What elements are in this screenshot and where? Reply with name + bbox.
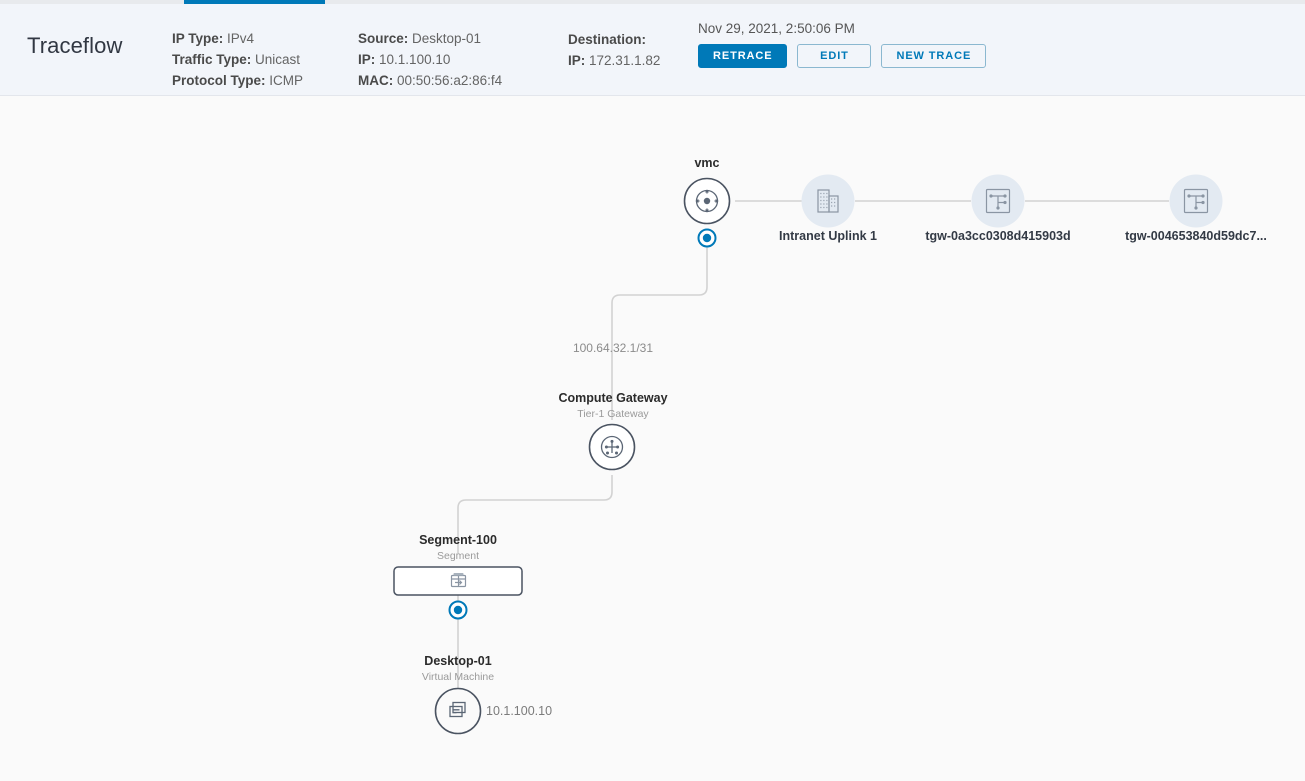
detail-row-protocol-type: Protocol Type: ICMP: [172, 70, 303, 91]
node-tgw-0a3cc0308d415903d-title: tgw-0a3cc0308d415903d: [925, 229, 1070, 243]
detail-label: IP Type:: [172, 31, 224, 46]
detail-row-traffic-type: Traffic Type: Unicast: [172, 49, 303, 70]
detail-label: IP:: [358, 52, 376, 67]
node-tgw-004653840d59dc7-title: tgw-004653840d59dc7...: [1125, 229, 1267, 243]
source-group: Source: Desktop-01 IP: 10.1.100.10 MAC: …: [358, 28, 502, 91]
page-title: Traceflow: [27, 33, 122, 59]
retrace-button[interactable]: RETRACE: [698, 44, 788, 68]
node-desktop-01-subtitle: Virtual Machine: [422, 671, 494, 683]
edge-vmc-to-compute-gateway: [611, 245, 708, 420]
detail-row-source-ip: IP: 10.1.100.10: [358, 49, 502, 70]
node-compute-gateway[interactable]: Compute Gateway Tier-1 Gateway: [558, 391, 668, 471]
detail-row-ip-type: IP Type: IPv4: [172, 28, 303, 49]
node-tgw-004653840d59dc7[interactable]: tgw-004653840d59dc7...: [1125, 174, 1267, 244]
detail-value: 172.31.1.82: [589, 53, 661, 68]
edge-compute-gateway-to-segment: [457, 475, 613, 554]
router-icon: [695, 189, 719, 213]
trace-timestamp: Nov 29, 2021, 2:50:06 PM: [698, 21, 855, 36]
active-tab-indicator[interactable]: [184, 0, 325, 4]
detail-value: Unicast: [255, 52, 301, 67]
node-vmc-title: vmc: [694, 156, 719, 170]
detail-row-destination: Destination:: [568, 29, 660, 50]
trace-timestamp-block: Nov 29, 2021, 2:50:06 PM: [698, 21, 855, 36]
detail-value: 00:50:56:a2:86:f4: [397, 73, 503, 88]
transit-gateway-icon: [1183, 188, 1209, 214]
new-trace-button[interactable]: NEW TRACE: [881, 44, 987, 68]
virtual-machine-icon: [449, 701, 466, 718]
segment-switch-icon: [450, 573, 467, 588]
detail-value: 10.1.100.10: [379, 52, 451, 67]
detail-label: Traffic Type:: [172, 52, 252, 67]
node-compute-gateway-subtitle: Tier-1 Gateway: [577, 408, 649, 420]
node-intranet-uplink-1-circle[interactable]: [801, 174, 855, 228]
node-compute-gateway-title: Compute Gateway: [558, 391, 667, 405]
node-desktop-01-title: Desktop-01: [424, 654, 491, 668]
datacenter-building-icon: [817, 189, 839, 213]
detail-label: Destination:: [568, 32, 647, 47]
detail-value: Desktop-01: [412, 31, 482, 46]
detail-row-destination-ip: IP: 172.31.1.82: [568, 50, 660, 71]
detail-label: MAC:: [358, 73, 394, 88]
node-tgw-0a3cc0308d415903d[interactable]: tgw-0a3cc0308d415903d: [925, 174, 1071, 244]
edge-label-cgw-uplink-subnet: 100.64.32.1/31: [573, 341, 653, 355]
node-intranet-uplink-1[interactable]: Intranet Uplink 1: [779, 174, 877, 244]
detail-label: Source:: [358, 31, 409, 46]
topology-graph: .lnk { fill:none; stroke:#d2d2d2; stroke…: [393, 156, 1267, 735]
traceflow-header: Traceflow IP Type: IPv4 Traffic Type: Un…: [0, 4, 1305, 96]
topology-canvas[interactable]: .lnk { fill:none; stroke:#d2d2d2; stroke…: [0, 97, 1305, 781]
detail-row-source: Source: Desktop-01: [358, 28, 502, 49]
detail-row-source-mac: MAC: 00:50:56:a2:86:f4: [358, 70, 502, 91]
detail-value: ICMP: [269, 73, 304, 88]
header-action-buttons: RETRACE EDIT NEW TRACE: [698, 44, 987, 68]
node-segment-100-subtitle: Segment: [437, 550, 479, 562]
node-segment-100-hop-marker[interactable]: [448, 600, 468, 620]
node-segment-100-title: Segment-100: [419, 533, 497, 547]
node-intranet-uplink-1-title: Intranet Uplink 1: [779, 229, 877, 243]
node-desktop-01-circle[interactable]: [434, 687, 482, 735]
detail-label: Protocol Type:: [172, 73, 266, 88]
transit-gateway-icon: [985, 188, 1011, 214]
destination-group: Destination: IP: 172.31.1.82: [568, 29, 660, 71]
tier1-gateway-icon: [600, 435, 624, 459]
page-title-text: Traceflow: [27, 33, 123, 58]
flow-params-group: IP Type: IPv4 Traffic Type: Unicast Prot…: [172, 28, 303, 91]
node-vmc-hop-marker[interactable]: [697, 228, 717, 248]
node-desktop-01-ip-label: 10.1.100.10: [486, 704, 552, 718]
top-tab-strip: [0, 0, 1305, 4]
detail-label: IP:: [568, 53, 586, 68]
edit-button[interactable]: EDIT: [797, 44, 872, 68]
detail-value: IPv4: [227, 31, 255, 46]
node-vmc[interactable]: vmc: [683, 156, 731, 248]
node-desktop-01[interactable]: Desktop-01 Virtual Machine 10.1.100.10: [422, 654, 552, 735]
node-segment-100[interactable]: Segment-100 Segment: [393, 533, 523, 620]
